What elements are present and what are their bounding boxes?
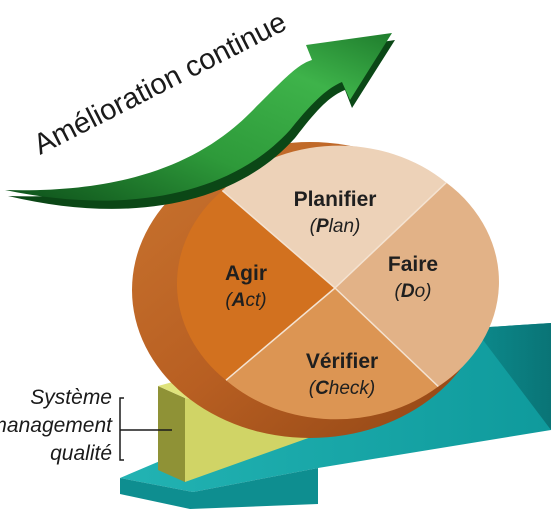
ramp-right-face — [474, 323, 551, 430]
do-subtitle: (Do) — [395, 281, 432, 302]
divider — [221, 190, 336, 289]
segment-plan — [222, 145, 447, 288]
divider — [225, 287, 336, 381]
ramp-front-face — [120, 468, 318, 509]
check-subtitle: (Check) — [309, 378, 376, 399]
bracket-line — [119, 397, 124, 461]
side-label-line1: Système — [30, 386, 112, 409]
plan-title: Planifier — [294, 188, 377, 211]
segment-do — [335, 182, 499, 387]
continuous-improvement-arrow — [5, 33, 395, 209]
act-subtitle: (Act) — [225, 290, 266, 311]
arrow-body — [5, 33, 392, 201]
plan-subtitle: (Plan) — [310, 216, 361, 237]
divider — [334, 287, 439, 388]
quality-system-callout: Système management qualité — [0, 386, 172, 465]
segment-check — [226, 288, 439, 420]
pdca-wheel — [176, 145, 499, 420]
check-title: Vérifier — [306, 350, 378, 373]
side-label-line3: qualité — [50, 442, 112, 465]
segment-act — [176, 190, 335, 381]
act-title: Agir — [225, 262, 267, 285]
divider — [334, 182, 447, 289]
do-title: Faire — [388, 253, 438, 276]
wedge-front-face — [158, 386, 185, 482]
side-label-line2: management — [0, 414, 113, 437]
